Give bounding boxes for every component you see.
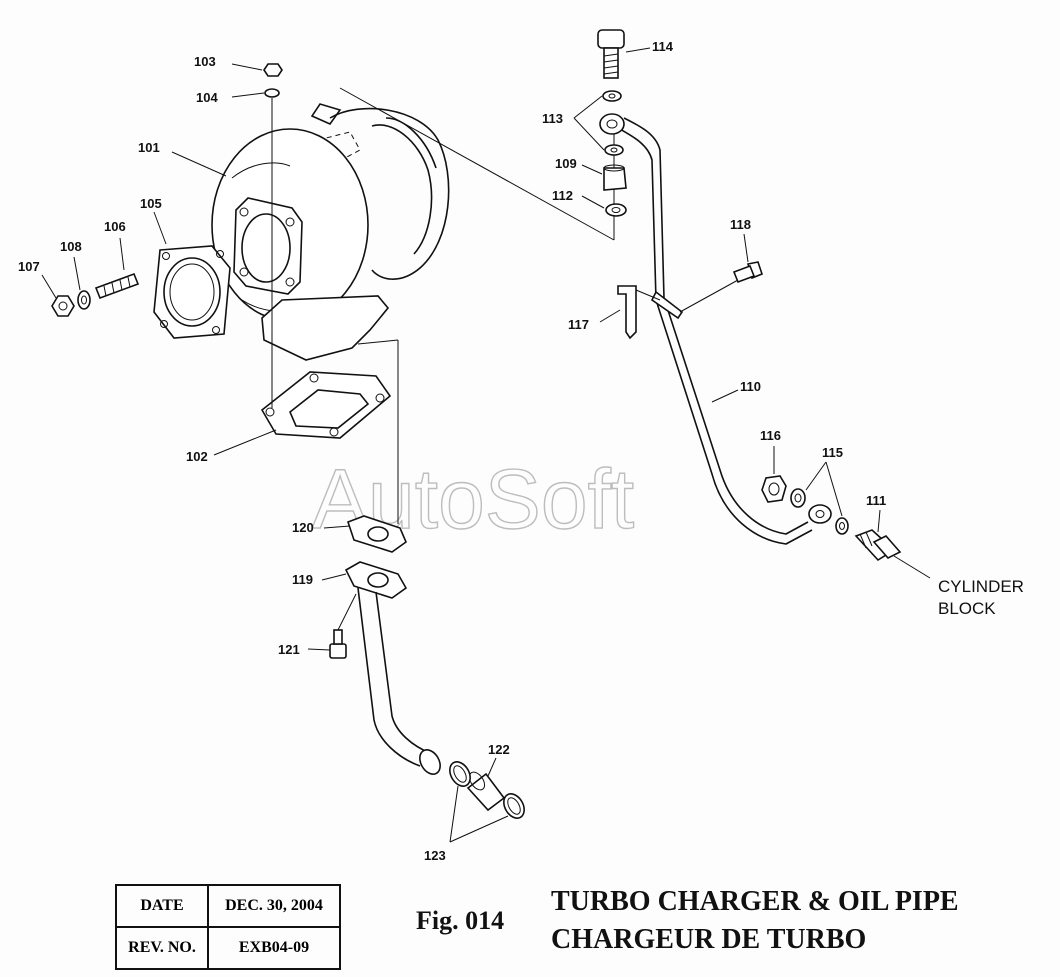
turbine-gasket: [260, 371, 392, 439]
revision-row: REV. NO. EXB04-09: [115, 926, 341, 970]
revision-label: REV. NO.: [115, 926, 209, 970]
pipe-bracket: [617, 285, 637, 340]
callout-111: 111: [866, 493, 886, 508]
oil-return-pipe: [344, 515, 441, 775]
cylinder-block-label-line2: BLOCK: [938, 599, 996, 618]
callout-114: 114: [652, 39, 674, 54]
callout-110: 110: [740, 379, 761, 394]
banjo-washer-lower: [835, 517, 849, 535]
callout-105: 105: [140, 196, 162, 211]
callout-117: 117: [568, 317, 589, 332]
callout-119: 119: [292, 572, 313, 587]
callout-107: 107: [18, 259, 40, 274]
callout-116: 116: [760, 428, 781, 443]
date-value: DEC. 30, 2004: [207, 884, 341, 928]
lock-washer: [77, 290, 91, 310]
callout-102: 102: [186, 449, 208, 464]
hose-clamp-upper: [449, 761, 471, 787]
callout-123: 123: [424, 848, 446, 863]
adapter-washer: [605, 203, 627, 217]
callout-103: 103: [194, 54, 216, 69]
callout-104: 104: [196, 90, 218, 105]
callout-112: 112: [552, 188, 573, 203]
return-pipe-bolt: [329, 593, 357, 659]
union-nut: [761, 475, 787, 503]
hex-nut: [51, 295, 75, 317]
figure-title-french: CHARGEUR DE TURBO: [551, 924, 867, 955]
callout-118: 118: [730, 217, 751, 232]
top-washer: [264, 88, 280, 98]
callout-121: 121: [278, 642, 300, 657]
block-connector: [854, 529, 931, 579]
banjo-washer-upper: [790, 488, 806, 508]
callout-122: 122: [488, 742, 510, 757]
callout-101: 101: [138, 140, 160, 155]
callout-108: 108: [60, 239, 82, 254]
callout-109: 109: [555, 156, 577, 171]
figure-number: Fig. 014: [416, 906, 505, 935]
sealing-washer-upper: [602, 90, 622, 102]
callout-115: 115: [822, 445, 843, 460]
hose-clamp-lower: [503, 793, 525, 819]
sealing-washer-lower: [604, 144, 624, 156]
callout-106: 106: [104, 219, 126, 234]
revision-table: DATE DEC. 30, 2004 REV. NO. EXB04-09: [115, 884, 341, 970]
date-row: DATE DEC. 30, 2004: [115, 884, 341, 928]
return-hose: [466, 772, 506, 812]
bracket-bolt: [679, 261, 763, 313]
inlet-gasket: [153, 245, 231, 339]
revision-value: EXB04-09: [207, 926, 341, 970]
figure-title-english: TURBO CHARGER & OIL PIPE: [551, 886, 959, 917]
oil-feed-pipe: [599, 113, 832, 545]
turbocharger-housing: [211, 103, 450, 361]
callout-120: 120: [292, 520, 314, 535]
callout-113: 113: [542, 111, 563, 126]
cylinder-block-label-line1: CYLINDER: [938, 577, 1024, 596]
callout-leaders: [41, 47, 881, 843]
banjo-bolt: [597, 29, 625, 79]
oil-adapter: [603, 167, 627, 191]
top-nut: [263, 63, 283, 77]
stud: [94, 272, 140, 300]
date-label: DATE: [115, 884, 209, 928]
